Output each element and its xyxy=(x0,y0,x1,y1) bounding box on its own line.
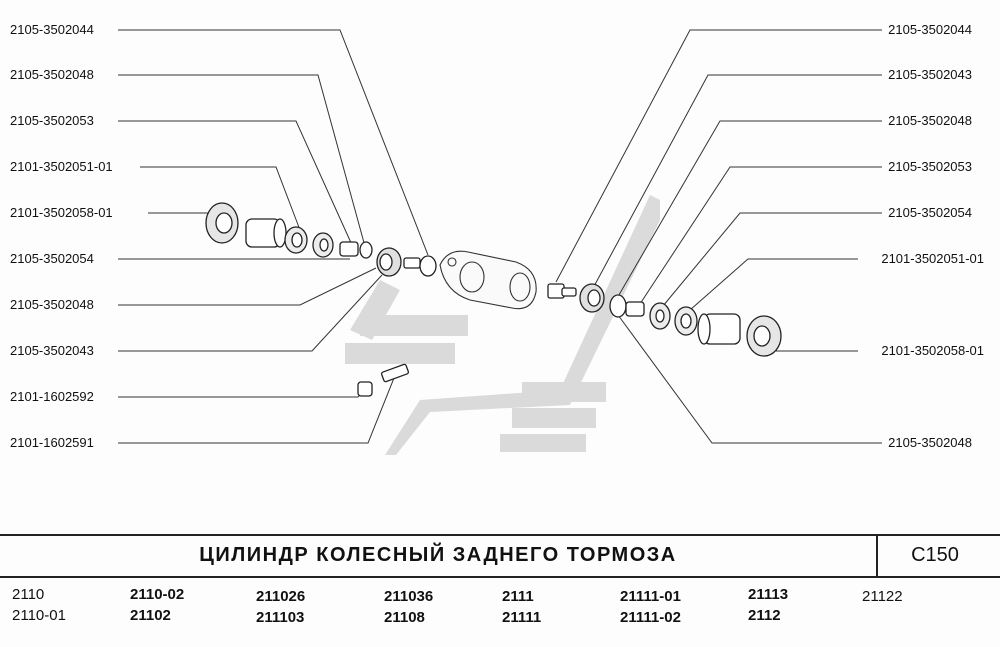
cylinder-body xyxy=(439,250,537,310)
watermark-bar-1 xyxy=(360,315,468,336)
piston-right-face xyxy=(697,313,711,345)
leader-r2 xyxy=(591,74,882,291)
right-parts xyxy=(547,283,782,357)
part-label-left-9: 2101-1602592 xyxy=(10,389,94,404)
bolt-right-shank xyxy=(561,287,577,297)
leader-r4 xyxy=(635,166,882,311)
leader-l4 xyxy=(140,166,301,231)
seal-ring-right-hole xyxy=(680,313,692,329)
part-label-left-7: 2105-3502048 xyxy=(10,297,94,312)
leader-r3 xyxy=(615,120,882,301)
part-label-right-6: 2101-3502051-01 xyxy=(881,251,984,266)
spacer-left xyxy=(359,241,373,259)
part-label-left-6: 2105-3502054 xyxy=(10,251,94,266)
model-label: 2112 xyxy=(748,607,781,624)
cup-right-hole xyxy=(655,309,665,323)
part-label-left-5: 2101-3502058-01 xyxy=(10,205,113,220)
model-label: 211036 xyxy=(384,588,434,605)
leader-l2 xyxy=(118,74,367,251)
leader-r5 xyxy=(657,212,882,313)
cylinder-bore-left xyxy=(459,261,485,293)
part-label-left-8: 2105-3502043 xyxy=(10,343,94,358)
part-label-left-4: 2101-3502051-01 xyxy=(10,159,113,174)
bleed-cap xyxy=(357,381,373,397)
watermark-swoosh xyxy=(385,195,660,455)
spacer-right xyxy=(609,294,627,318)
part-label-right-4: 2105-3502053 xyxy=(888,159,972,174)
dust-cover-left-hole xyxy=(215,212,233,234)
part-label-right-5: 2105-3502054 xyxy=(888,205,972,220)
part-label-right-7: 2101-3502058-01 xyxy=(881,343,984,358)
model-label: 21102 xyxy=(130,607,171,624)
model-label: 2110 xyxy=(12,586,45,603)
leader-l10 xyxy=(118,377,395,444)
leader-l9 xyxy=(118,388,365,398)
part-label-left-2: 2105-3502048 xyxy=(10,67,94,82)
left-leader-lines xyxy=(118,29,429,444)
spring-left xyxy=(339,241,359,257)
leader-r6 xyxy=(689,258,858,311)
leader-l1 xyxy=(118,29,429,256)
part-label-right-3: 2105-3502048 xyxy=(888,113,972,128)
watermark-logo xyxy=(345,195,660,455)
spring-right xyxy=(625,301,645,317)
model-label: 2110-01 xyxy=(12,607,66,624)
leader-l7 xyxy=(118,267,377,306)
cylinder-mount-hole xyxy=(447,257,457,267)
part-label-left-3: 2105-3502053 xyxy=(10,113,94,128)
diagram-title: ЦИЛИНДР КОЛЕСНЫЙ ЗАДНЕГО ТОРМОЗА xyxy=(199,544,677,566)
seal-ring-left-hole xyxy=(291,232,303,248)
leader-l8 xyxy=(118,274,383,352)
cup-left-hole xyxy=(319,238,329,252)
model-label: 21108 xyxy=(384,609,425,626)
stop-ring-right-hole xyxy=(587,289,601,307)
model-label: 2111 xyxy=(502,588,534,605)
model-label: 211026 xyxy=(256,588,306,605)
watermark-bar-2 xyxy=(345,343,455,364)
model-label: 211103 xyxy=(256,609,305,626)
model-label: 21111-02 xyxy=(620,609,681,626)
cylinder-bore-right xyxy=(509,272,531,302)
model-label: 2110-02 xyxy=(130,586,185,603)
watermark-bar-4 xyxy=(512,408,596,428)
model-label: 21113 xyxy=(748,586,789,603)
piston-left-face xyxy=(273,218,287,248)
stop-ring-left-hole xyxy=(379,253,393,271)
part-label-right-2: 2105-3502043 xyxy=(888,67,972,82)
title-bar: ЦИЛИНДР КОЛЕСНЫЙ ЗАДНЕГО ТОРМОЗА С150 xyxy=(0,534,1000,578)
model-label: 21111-01 xyxy=(620,588,681,605)
part-label-right-8: 2105-3502048 xyxy=(888,435,972,450)
leader-l3 xyxy=(118,120,353,246)
part-label-left-1: 2105-3502044 xyxy=(10,22,94,37)
model-label: 21111 xyxy=(502,609,542,626)
part-label-right-1: 2105-3502044 xyxy=(888,22,972,37)
watermark-swoosh-2 xyxy=(350,280,400,340)
left-parts xyxy=(205,202,437,397)
leader-r8 xyxy=(617,314,882,444)
bolt-left xyxy=(403,257,421,269)
right-leader-lines xyxy=(555,29,882,444)
bleed-valve xyxy=(380,363,410,383)
dust-cover-right-hole xyxy=(753,325,771,347)
exploded-view-drawing xyxy=(118,29,882,455)
bolt-left-head xyxy=(419,255,437,277)
leader-r1 xyxy=(555,29,882,283)
diagram-code: С150 xyxy=(911,544,959,566)
model-label: 21122 xyxy=(862,588,903,605)
title-divider xyxy=(876,536,878,576)
part-label-left-10: 2101-1602591 xyxy=(10,435,94,450)
watermark-bar-5 xyxy=(500,434,586,452)
